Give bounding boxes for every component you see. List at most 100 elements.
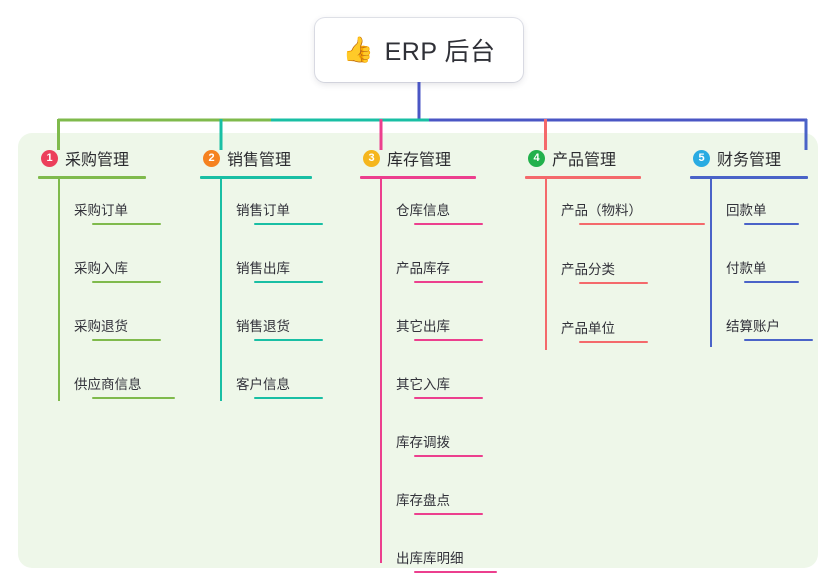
branch-child-underline xyxy=(579,341,648,343)
branch-children: 仓库信息产品库存其它出库其它入库库存调拨库存盘点出库库明细 xyxy=(360,179,497,573)
branch-number-badge: 1 xyxy=(41,149,58,167)
branch-child-item[interactable]: 其它出库 xyxy=(360,315,497,341)
branch-header-1[interactable]: 1 采购管理 xyxy=(38,145,175,171)
thumbs-up-icon: 👍 xyxy=(342,35,374,64)
branch-child-label: 产品分类 xyxy=(561,262,615,277)
branch-title: 财务管理 xyxy=(717,152,782,169)
branch-spine xyxy=(220,179,222,401)
branch-child-label: 库存调拨 xyxy=(396,435,450,450)
root-node[interactable]: 👍 ERP 后台 xyxy=(315,18,523,82)
branch-child-underline xyxy=(744,281,799,283)
branch-child-underline xyxy=(92,339,161,341)
branch-number-badge: 3 xyxy=(363,149,380,167)
branch-child-item[interactable]: 仓库信息 xyxy=(360,199,497,225)
branch-child-label: 仓库信息 xyxy=(396,203,450,218)
branch-child-underline xyxy=(254,223,323,225)
branch-underline xyxy=(200,176,312,179)
branch-child-underline xyxy=(414,397,483,399)
branch-underline xyxy=(525,176,641,179)
branch-child-underline xyxy=(254,281,323,283)
branch-child-underline xyxy=(744,223,799,225)
branch-child-label: 客户信息 xyxy=(236,377,290,392)
branch-child-label: 回款单 xyxy=(726,203,767,218)
branch-title: 采购管理 xyxy=(65,152,130,169)
branch-child-label: 结算账户 xyxy=(726,319,780,334)
branch-child-item[interactable]: 采购入库 xyxy=(38,257,175,283)
branch-child-item[interactable]: 付款单 xyxy=(690,257,813,283)
branch-child-item[interactable]: 产品库存 xyxy=(360,257,497,283)
branch-column-1: 1 采购管理采购订单采购入库采购退货供应商信息 xyxy=(38,145,175,431)
branch-spine xyxy=(710,179,712,347)
branch-child-underline xyxy=(744,339,813,341)
branch-header-2[interactable]: 2 销售管理 xyxy=(200,145,323,171)
branch-column-3: 3 库存管理仓库信息产品库存其它出库其它入库库存调拨库存盘点出库库明细 xyxy=(360,145,497,588)
branch-child-underline xyxy=(254,397,323,399)
branch-child-label: 出库库明细 xyxy=(396,551,464,566)
branch-child-underline xyxy=(254,339,323,341)
branch-child-item[interactable]: 出库库明细 xyxy=(360,547,497,573)
branch-child-label: 产品单位 xyxy=(561,321,615,336)
branch-underline xyxy=(360,176,476,179)
branch-children: 采购订单采购入库采购退货供应商信息 xyxy=(38,179,175,399)
branch-spine xyxy=(545,179,547,350)
branch-child-item[interactable]: 结算账户 xyxy=(690,315,813,341)
branch-children: 回款单付款单结算账户 xyxy=(690,179,813,341)
branch-child-item[interactable]: 库存盘点 xyxy=(360,489,497,515)
branch-child-item[interactable]: 产品（物料） xyxy=(525,199,705,225)
branch-child-label: 供应商信息 xyxy=(74,377,142,392)
branch-child-item[interactable]: 采购订单 xyxy=(38,199,175,225)
branch-child-label: 销售订单 xyxy=(236,203,290,218)
branch-child-item[interactable]: 回款单 xyxy=(690,199,813,225)
branch-child-label: 产品库存 xyxy=(396,261,450,276)
branch-child-item[interactable]: 销售订单 xyxy=(200,199,323,225)
branch-column-2: 2 销售管理销售订单销售出库销售退货客户信息 xyxy=(200,145,323,431)
branch-spine xyxy=(380,179,382,563)
branch-child-underline xyxy=(414,223,483,225)
branch-children: 销售订单销售出库销售退货客户信息 xyxy=(200,179,323,399)
branch-child-item[interactable]: 供应商信息 xyxy=(38,373,175,399)
branch-child-underline xyxy=(92,397,175,399)
branch-child-underline xyxy=(414,571,497,573)
branch-child-item[interactable]: 产品单位 xyxy=(525,317,705,343)
branch-child-item[interactable]: 其它入库 xyxy=(360,373,497,399)
branch-child-underline xyxy=(414,339,483,341)
branch-child-underline xyxy=(579,223,705,225)
branch-child-underline xyxy=(92,281,161,283)
branch-child-label: 其它出库 xyxy=(396,319,450,334)
branch-child-label: 付款单 xyxy=(726,261,767,276)
branch-spine xyxy=(58,179,60,401)
branch-number-badge: 4 xyxy=(528,149,545,167)
branch-child-label: 库存盘点 xyxy=(396,493,450,508)
branch-child-label: 采购订单 xyxy=(74,203,128,218)
branch-child-underline xyxy=(414,455,483,457)
branches-panel xyxy=(18,133,818,568)
branch-child-label: 其它入库 xyxy=(396,377,450,392)
branch-child-item[interactable]: 产品分类 xyxy=(525,258,705,284)
branch-child-label: 销售退货 xyxy=(236,319,290,334)
branch-child-item[interactable]: 库存调拨 xyxy=(360,431,497,457)
branch-child-item[interactable]: 销售出库 xyxy=(200,257,323,283)
branch-child-underline xyxy=(414,513,483,515)
branch-child-label: 产品（物料） xyxy=(561,203,642,218)
branch-title: 销售管理 xyxy=(227,152,292,169)
branch-child-item[interactable]: 销售退货 xyxy=(200,315,323,341)
branch-header-3[interactable]: 3 库存管理 xyxy=(360,145,497,171)
branch-title: 产品管理 xyxy=(552,152,617,169)
branch-child-underline xyxy=(414,281,483,283)
branch-child-underline xyxy=(92,223,161,225)
root-label: ERP 后台 xyxy=(384,38,496,66)
branch-children: 产品（物料） 产品分类产品单位 xyxy=(525,179,705,343)
branch-child-item[interactable]: 采购退货 xyxy=(38,315,175,341)
branch-child-underline xyxy=(579,282,648,284)
branch-title: 库存管理 xyxy=(387,152,452,169)
branch-underline xyxy=(38,176,146,179)
branch-number-badge: 2 xyxy=(203,149,220,167)
branch-column-4: 4 产品管理产品（物料） 产品分类产品单位 xyxy=(525,145,705,376)
branch-child-item[interactable]: 客户信息 xyxy=(200,373,323,399)
branch-header-4[interactable]: 4 产品管理 xyxy=(525,145,705,171)
branch-child-label: 销售出库 xyxy=(236,261,290,276)
branch-underline xyxy=(690,176,808,179)
